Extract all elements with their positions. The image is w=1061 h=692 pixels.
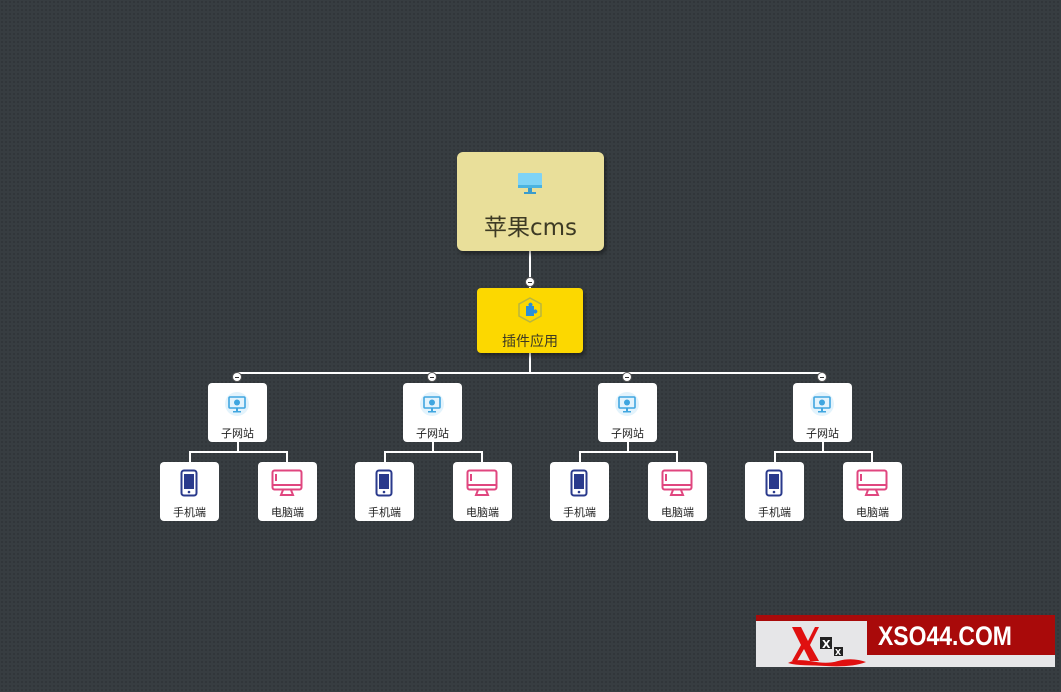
site-label: 子网站 (416, 427, 449, 440)
watermark-text: XSO44.COM (878, 621, 1012, 651)
connector (237, 372, 823, 374)
mobile-node[interactable]: 手机端 (160, 462, 219, 521)
website-icon (614, 392, 640, 420)
collapse-toggle[interactable] (817, 372, 827, 382)
connector (481, 451, 483, 462)
site-node[interactable]: 子网站 (598, 383, 657, 442)
watermark: X X XSO44.COM (756, 615, 1055, 667)
connector (237, 442, 239, 452)
svg-text:X: X (835, 648, 842, 657)
phone-icon (570, 469, 588, 501)
mobile-node[interactable]: 手机端 (745, 462, 804, 521)
mobile-label: 手机端 (173, 506, 206, 519)
connector (774, 451, 873, 453)
desktop-icon (856, 469, 888, 501)
watermark-logo: X X (788, 627, 866, 667)
desktop-label: 电脑端 (661, 506, 694, 519)
site-node[interactable]: 子网站 (208, 383, 267, 442)
connector (579, 451, 581, 462)
desktop-label: 电脑端 (466, 506, 499, 519)
mobile-node[interactable]: 手机端 (355, 462, 414, 521)
site-node[interactable]: 子网站 (403, 383, 462, 442)
connector (871, 451, 873, 462)
connector (384, 451, 483, 453)
desktop-label: 电脑端 (856, 506, 889, 519)
connector (579, 451, 678, 453)
desktop-icon (661, 469, 693, 501)
site-label: 子网站 (806, 427, 839, 440)
phone-icon (375, 469, 393, 501)
site-label: 子网站 (221, 427, 254, 440)
desktop-node[interactable]: 电脑端 (648, 462, 707, 521)
connector (432, 442, 434, 452)
site-node[interactable]: 子网站 (793, 383, 852, 442)
site-label: 子网站 (611, 427, 644, 440)
desktop-label: 电脑端 (271, 506, 304, 519)
collapse-toggle[interactable] (622, 372, 632, 382)
desktop-node[interactable]: 电脑端 (258, 462, 317, 521)
collapse-toggle[interactable] (232, 372, 242, 382)
website-icon (419, 392, 445, 420)
mobile-node[interactable]: 手机端 (550, 462, 609, 521)
connector (822, 442, 824, 452)
plugin-label: 插件应用 (502, 334, 558, 350)
connector (774, 451, 776, 462)
plugin-node[interactable]: 插件应用 (477, 288, 583, 353)
puzzle-icon (518, 297, 542, 323)
connector (627, 442, 629, 452)
mobile-label: 手机端 (563, 506, 596, 519)
desktop-icon (271, 469, 303, 501)
mobile-label: 手机端 (368, 506, 401, 519)
connector (529, 353, 531, 373)
svg-text:X: X (822, 638, 831, 651)
connector (676, 451, 678, 462)
connector (189, 451, 288, 453)
connector (384, 451, 386, 462)
root-node[interactable]: 苹果cms (457, 152, 604, 251)
phone-icon (180, 469, 198, 501)
collapse-toggle[interactable] (427, 372, 437, 382)
website-icon (809, 392, 835, 420)
mobile-label: 手机端 (758, 506, 791, 519)
connector (189, 451, 191, 462)
desktop-node[interactable]: 电脑端 (843, 462, 902, 521)
collapse-toggle[interactable] (525, 277, 535, 287)
phone-icon (765, 469, 783, 501)
root-label: 苹果cms (483, 215, 578, 241)
connector (286, 451, 288, 462)
monitor-icon (518, 173, 542, 194)
desktop-node[interactable]: 电脑端 (453, 462, 512, 521)
connector (529, 251, 531, 288)
website-icon (224, 392, 250, 420)
desktop-icon (466, 469, 498, 501)
